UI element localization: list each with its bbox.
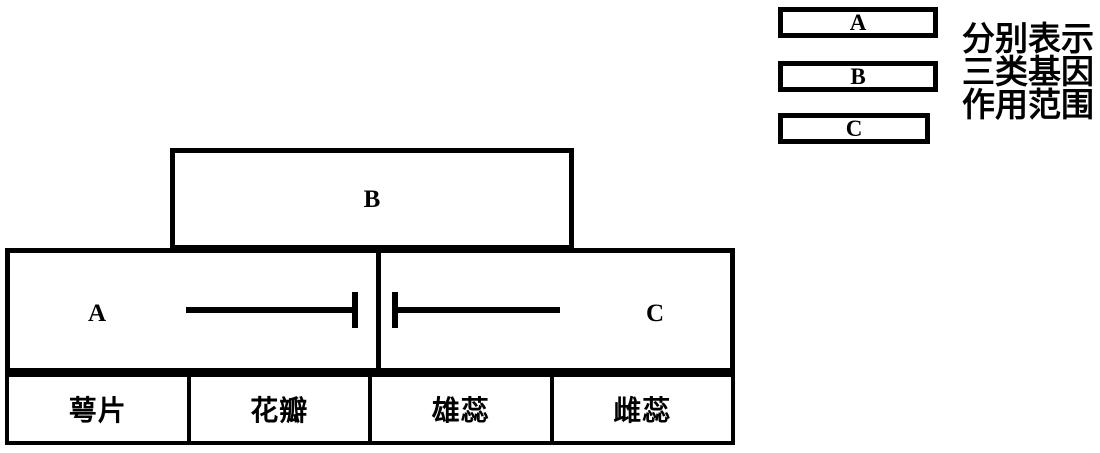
range-bar-a-line xyxy=(186,307,358,313)
organ-cell-sepal: 萼片 xyxy=(9,377,191,441)
gene-region-row-ac: A C xyxy=(5,248,735,373)
gene-region-label-a: A xyxy=(88,300,107,327)
legend-caption-text: 分别表示 三类基因 作用范围 xyxy=(962,19,1094,124)
legend-label-b: B xyxy=(850,64,866,89)
gene-region-label-c: C xyxy=(646,300,665,327)
legend-box-a: A xyxy=(778,7,938,38)
organ-cell-petal: 花瓣 xyxy=(191,377,372,441)
legend-box-b: B xyxy=(778,61,938,92)
legend-box-c: C xyxy=(778,113,930,144)
range-bar-c-line xyxy=(392,307,560,313)
gene-region-label-b: B xyxy=(363,185,381,213)
gene-region-divider xyxy=(376,248,381,373)
legend-label-a: A xyxy=(849,10,867,35)
floral-organ-row: 萼片 花瓣 雄蕊 雌蕊 xyxy=(5,373,735,445)
legend-label-c: C xyxy=(845,116,863,141)
gene-region-box-b: B xyxy=(170,148,574,250)
organ-cell-stamen: 雄蕊 xyxy=(372,377,554,441)
range-bar-a-end-tick xyxy=(352,292,358,328)
organ-cell-pistil: 雌蕊 xyxy=(613,394,672,427)
